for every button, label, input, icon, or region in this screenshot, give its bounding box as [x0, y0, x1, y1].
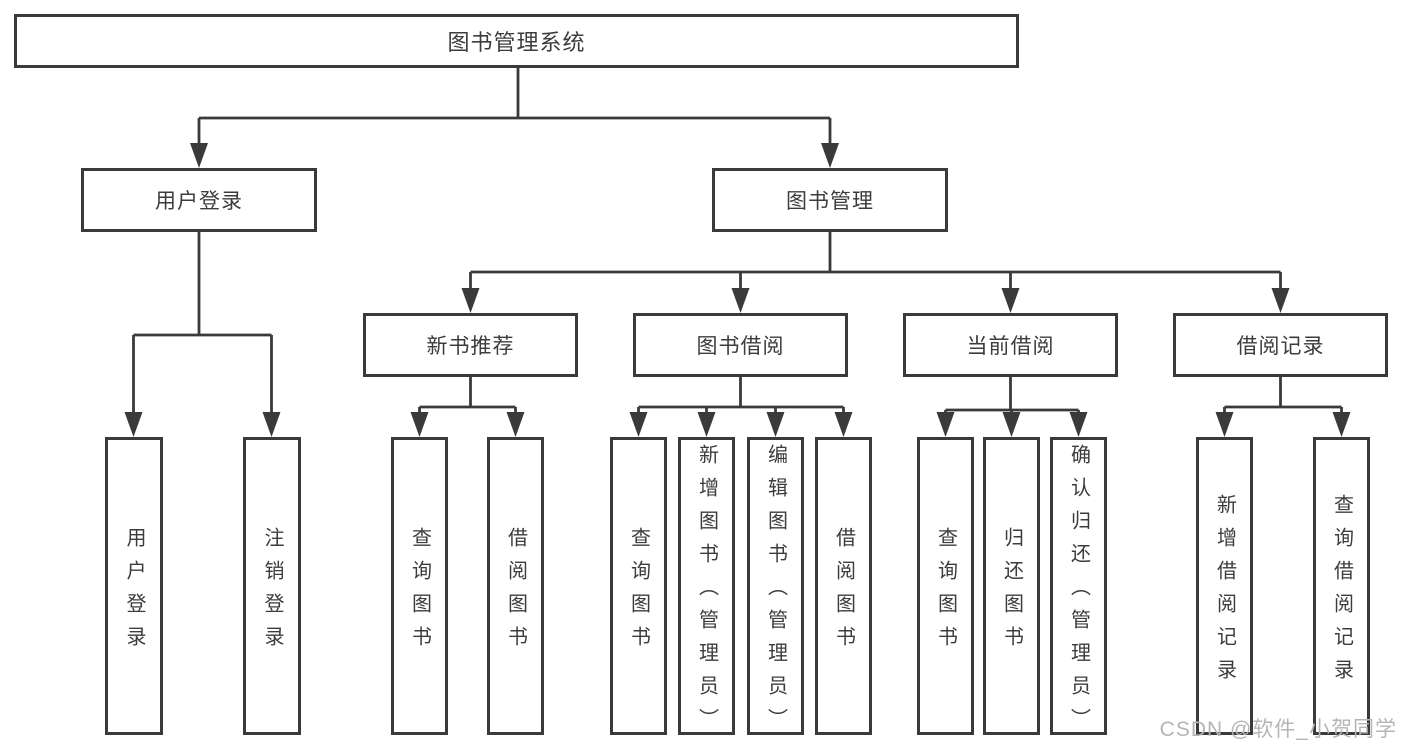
leaf-confirm-return-admin: 确认归还（管理员） — [1050, 437, 1107, 741]
leaf-query-books-recommend-label: 查询图书 — [408, 526, 431, 659]
node-root: 图书管理系统 — [14, 14, 1019, 68]
node-user-login-label: 用户登录 — [155, 190, 243, 213]
leaf-query-borrow-record: 查询借阅记录 — [1313, 437, 1370, 735]
leaf-edit-books-admin: 编辑图书（管理员） — [747, 437, 804, 741]
leaf-confirm-return-admin-label: 确认归还（管理员） — [1067, 444, 1090, 741]
leaf-borrow-books-label: 借阅图书 — [832, 526, 855, 659]
node-borrow-records: 借阅记录 — [1173, 313, 1388, 377]
node-user-login: 用户登录 — [81, 168, 317, 232]
node-root-label: 图书管理系统 — [447, 30, 586, 55]
node-book-management-label: 图书管理 — [786, 190, 874, 213]
leaf-borrow-books-recommend-label: 借阅图书 — [504, 526, 527, 659]
leaf-query-books-current: 查询图书 — [917, 437, 974, 735]
leaf-return-books-label: 归还图书 — [1000, 526, 1023, 659]
leaf-edit-books-admin-label: 编辑图书（管理员） — [764, 444, 787, 741]
node-new-book-recommend-label: 新书推荐 — [426, 335, 515, 358]
leaf-add-books-admin-label: 新增图书（管理员） — [695, 444, 718, 741]
leaf-query-books-borrow-label: 查询图书 — [627, 526, 650, 659]
leaf-add-books-admin: 新增图书（管理员） — [678, 437, 735, 741]
leaf-add-borrow-record: 新增借阅记录 — [1196, 437, 1253, 735]
leaf-logout-label: 注销登录 — [261, 526, 283, 659]
leaf-query-books-borrow: 查询图书 — [610, 437, 667, 735]
leaf-query-borrow-record-label: 查询借阅记录 — [1330, 493, 1353, 692]
node-borrow-records-label: 借阅记录 — [1236, 335, 1325, 358]
watermark: CSDN @软件_小贺同学 — [1159, 718, 1397, 741]
leaf-query-books-recommend: 查询图书 — [391, 437, 448, 735]
node-book-management: 图书管理 — [712, 168, 948, 232]
leaf-return-books: 归还图书 — [983, 437, 1040, 735]
leaf-borrow-books: 借阅图书 — [815, 437, 872, 735]
leaf-user-login-label: 用户登录 — [123, 526, 145, 659]
leaf-logout: 注销登录 — [243, 437, 301, 735]
node-book-borrow-label: 图书借阅 — [696, 335, 785, 358]
leaf-user-login: 用户登录 — [105, 437, 163, 735]
node-current-borrow: 当前借阅 — [903, 313, 1118, 377]
leaf-add-borrow-record-label: 新增借阅记录 — [1213, 493, 1236, 692]
node-book-borrow: 图书借阅 — [633, 313, 848, 377]
node-new-book-recommend: 新书推荐 — [363, 313, 578, 377]
node-current-borrow-label: 当前借阅 — [966, 335, 1055, 358]
leaf-borrow-books-recommend: 借阅图书 — [487, 437, 544, 735]
leaf-query-books-current-label: 查询图书 — [934, 526, 957, 659]
